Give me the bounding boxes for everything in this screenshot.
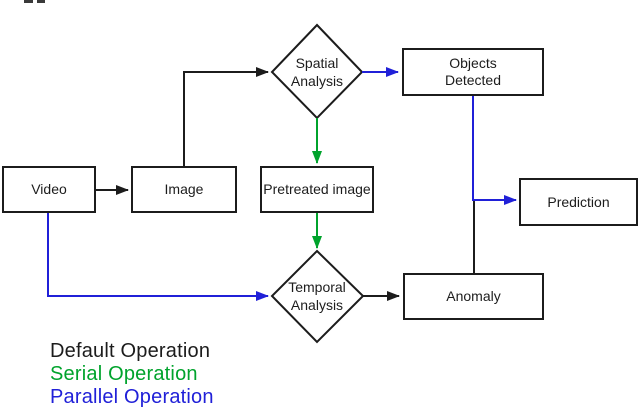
legend-item-parallel-operation: Parallel Operation: [50, 386, 214, 408]
temporal-analysis-diamond: [270, 249, 365, 344]
node-pretreated-image-label: Pretreated image: [263, 181, 371, 197]
node-video: Video: [2, 166, 96, 213]
node-prediction-label: Prediction: [547, 193, 610, 210]
edge-image-to-spatial-analysis: [183, 67, 269, 166]
spatial-analysis-diamond: [270, 23, 364, 120]
cropped-text-fragment: [37, 0, 45, 3]
node-objects-detected-line1: Objects: [449, 55, 497, 71]
node-anomaly-label: Anomaly: [446, 288, 501, 304]
edge-video-to-temporal-analysis: [47, 213, 269, 301]
node-prediction: Prediction: [519, 178, 638, 226]
node-anomaly: Anomaly: [403, 273, 544, 320]
cropped-text-fragment: [24, 0, 33, 3]
legend-item-default-operation: Default Operation: [50, 340, 211, 362]
edge-objects-detected-to-prediction: [472, 96, 517, 205]
node-objects-detected-line2: Detected: [444, 72, 502, 88]
legend: Default Operation Serial Operation Paral…: [50, 340, 214, 409]
node-video-label: Video: [31, 181, 67, 197]
node-image: Image: [131, 166, 237, 213]
legend-item-serial-operation: Serial Operation: [50, 363, 198, 385]
node-image-label: Image: [164, 181, 204, 197]
node-pretreated-image: Pretreated image: [260, 166, 374, 213]
